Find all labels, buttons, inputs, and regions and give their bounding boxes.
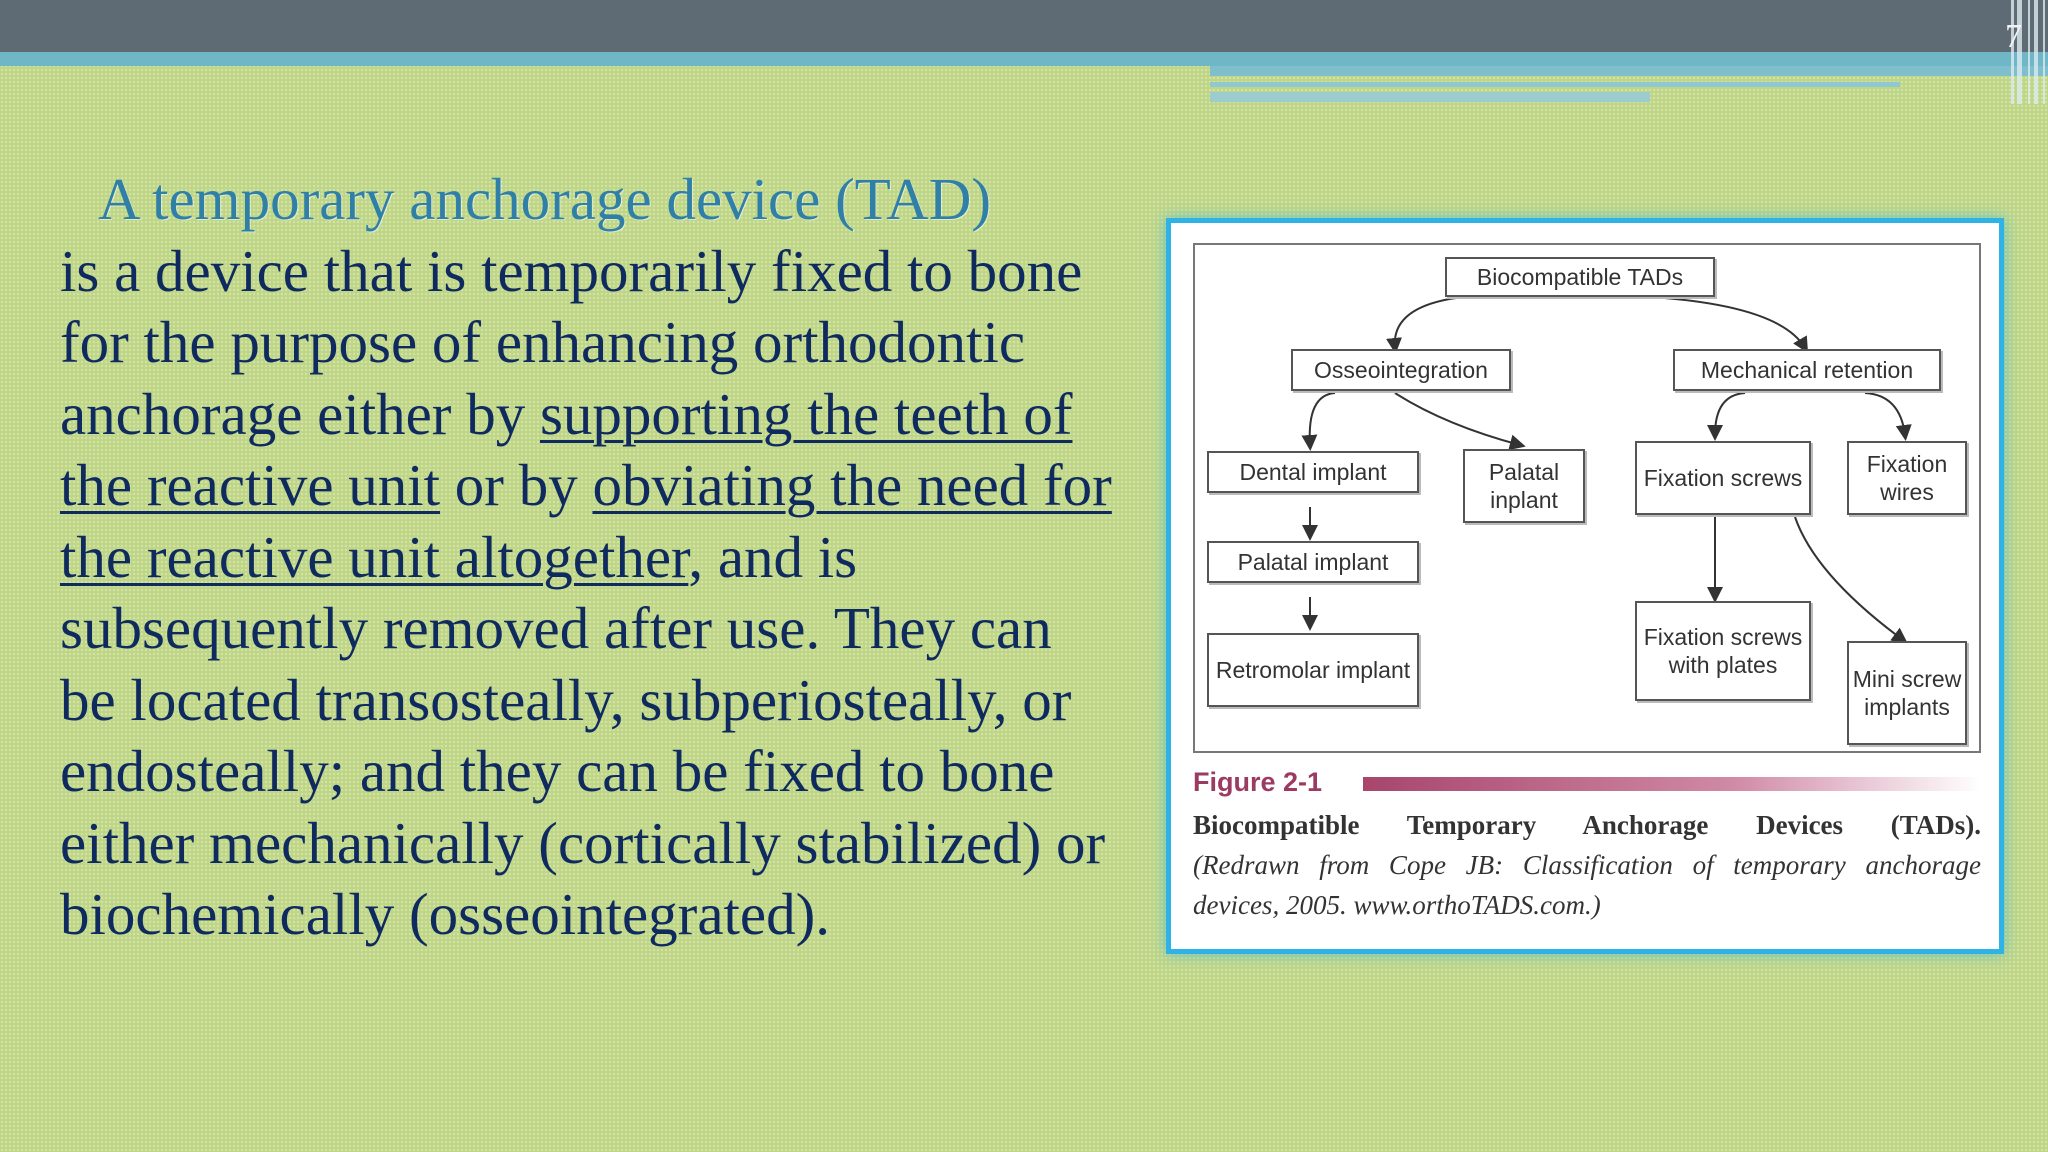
box-mini-screw-implants: Mini screw implants	[1847, 641, 1967, 745]
box-palatal-implant: Palatal implant	[1207, 541, 1419, 583]
body-text: A temporary anchorage device (TAD) is a …	[60, 164, 1120, 951]
accent-stripe	[0, 52, 2048, 66]
box-biocompatible-tads: Biocompatible TADs	[1445, 257, 1715, 297]
body-text-2: or by	[440, 452, 593, 518]
underlined-phrase-2: obviating the need for the reactive unit…	[60, 452, 1112, 590]
decorative-lines	[2004, 0, 2048, 104]
box-fixation-wires: Fixation wires	[1847, 441, 1967, 515]
term-heading: A temporary anchorage device (TAD)	[98, 166, 991, 232]
figure-panel: Biocompatible TADs Osseointegration Mech…	[1166, 218, 2004, 954]
body-text-3: , and is subsequently removed after use.…	[60, 523, 1106, 948]
underlined-phrase-1: supporting the teeth of the reactive uni…	[60, 380, 1073, 519]
tad-classification-diagram: Biocompatible TADs Osseointegration Mech…	[1193, 243, 1981, 753]
box-dental-implant: Dental implant	[1207, 451, 1419, 493]
box-mechanical-retention: Mechanical retention	[1673, 349, 1941, 391]
accent-stripe-2	[1210, 66, 2048, 76]
figure-label: Figure 2-1	[1193, 767, 1323, 797]
accent-stripe-4	[1210, 92, 1650, 102]
box-osseointegration: Osseointegration	[1291, 349, 1511, 391]
box-palatal-inplant: Palatal inplant	[1463, 449, 1585, 523]
figure-label-bar	[1363, 777, 1981, 791]
page-number: 7	[2005, 18, 2022, 55]
box-fixation-screws-with-plates: Fixation screws with plates	[1635, 601, 1811, 701]
caption-title: Biocompatible Temporary Anchorage Device…	[1193, 810, 1981, 840]
accent-stripe-3	[1210, 82, 1900, 87]
figure-caption: Biocompatible Temporary Anchorage Device…	[1193, 805, 1981, 925]
box-retromolar-implant: Retromolar implant	[1207, 633, 1419, 707]
box-fixation-screws: Fixation screws	[1635, 441, 1811, 515]
title-bar	[0, 0, 2048, 52]
body-text-1: is a device that is temporarily fixed to…	[60, 237, 1083, 447]
caption-note: (Redrawn from Cope JB: Classification of…	[1193, 850, 1981, 920]
